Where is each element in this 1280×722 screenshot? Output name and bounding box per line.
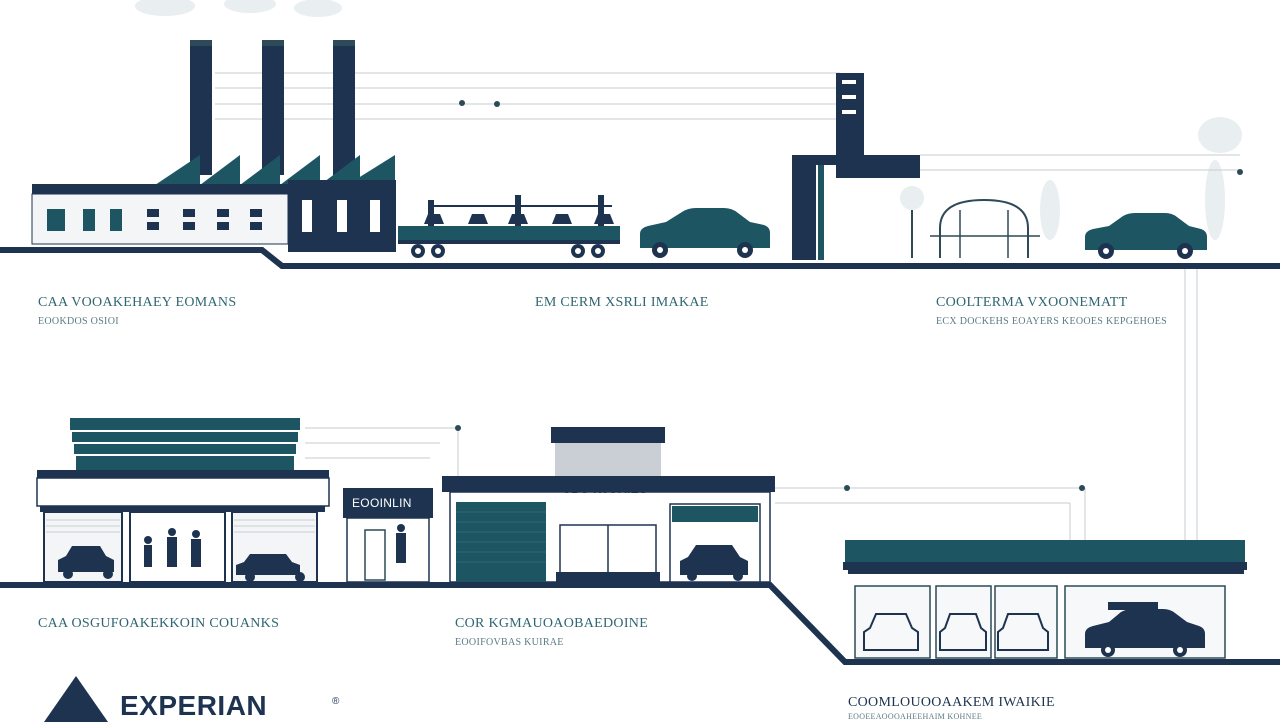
connector-dot [494, 101, 500, 107]
stage-label-service-title: CAA OSGUFOAKEKKOIN COUANKS [38, 616, 280, 631]
stage-label-manufacturing-title: CAA VOOAKEHAEY EOMANS [38, 295, 237, 310]
connector-dot [459, 100, 465, 106]
stage-label-ownership-subtitle: EOOEEAOOOAHEEHAIM KOHNEE [848, 712, 983, 721]
ground-line-top [0, 247, 1280, 269]
connector-dot [455, 425, 461, 431]
connector-dot [1237, 169, 1243, 175]
logo-wordmark: EXPERIAN [120, 690, 268, 721]
car [1085, 213, 1207, 259]
connector-lines-middle [305, 427, 1086, 545]
stage-label-distribution-title: COOLTERMA VXOONEMATT [936, 295, 1128, 310]
showroom-sign: EOOINLIN [352, 496, 412, 510]
stage-label-distribution-subtitle: ECX DOCKEHS EOAYERS KEOOES KEPGEHOES [936, 316, 1167, 327]
connector-dot [1079, 485, 1085, 491]
archway-gate [900, 186, 1040, 258]
logo-registered-mark: ® [332, 696, 340, 707]
connector-lines-top [215, 72, 1240, 540]
dealership-sign: CBG IWOAIES [562, 482, 648, 496]
smoke-clouds [135, 0, 1242, 240]
factory-building [31, 40, 396, 252]
stage-label-ownership-title: COOMLOUOOAAKEM IWAIKIE [848, 695, 1055, 710]
transport-truck [398, 195, 620, 258]
connector-dot [844, 485, 850, 491]
logo-triangle-icon [44, 676, 108, 722]
stage-label-dealership-title: COR KGMAUOAOBAEDOINE [455, 616, 649, 631]
ground-line-bottom [0, 582, 1280, 665]
distribution-tower [792, 73, 920, 260]
service-garage [36, 418, 330, 583]
parking-garage [843, 540, 1247, 659]
car [640, 208, 770, 258]
stage-label-dealership-subtitle: EOOIFOVBAS KUIRAE [455, 637, 564, 648]
stage-label-manufacturing-subtitle: EOOKDOS OSIOI [38, 316, 119, 327]
stage-label-transport-title: EM CERM XSRLI IMAKAE [535, 295, 709, 310]
dealership-building [442, 427, 775, 583]
